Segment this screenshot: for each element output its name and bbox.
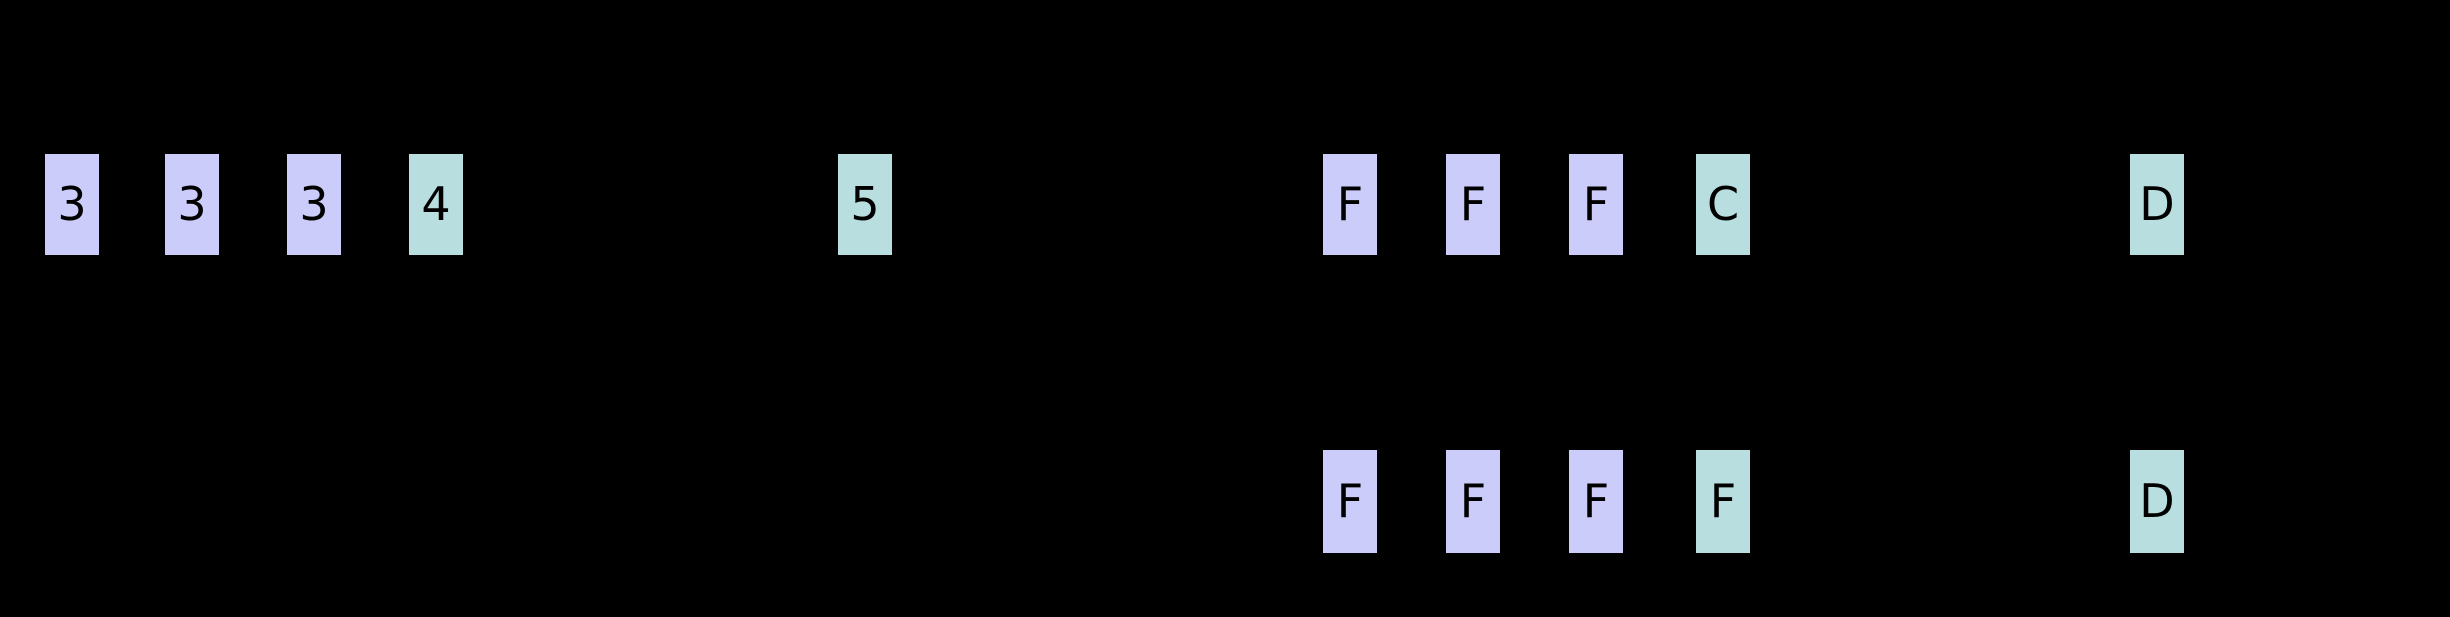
token-cell-top-row-8[interactable]: C bbox=[1696, 154, 1750, 255]
token-label: F bbox=[1459, 176, 1487, 231]
token-cell-bottom-row-1[interactable]: F bbox=[1446, 450, 1500, 553]
token-label: F bbox=[1336, 473, 1364, 528]
token-label: 3 bbox=[57, 176, 87, 231]
token-label: F bbox=[1582, 473, 1610, 528]
token-label: F bbox=[1709, 473, 1737, 528]
token-label: 3 bbox=[177, 176, 207, 231]
token-cell-top-row-6[interactable]: F bbox=[1446, 154, 1500, 255]
token-cell-top-row-5[interactable]: F bbox=[1323, 154, 1377, 255]
token-cell-top-row-7[interactable]: F bbox=[1569, 154, 1623, 255]
token-cell-top-row-3[interactable]: 4 bbox=[409, 154, 463, 255]
token-cell-bottom-row-2[interactable]: F bbox=[1569, 450, 1623, 553]
token-label: F bbox=[1459, 473, 1487, 528]
token-cell-top-row-0[interactable]: 3 bbox=[45, 154, 99, 255]
token-label: D bbox=[2139, 176, 2175, 231]
token-label: D bbox=[2139, 473, 2175, 528]
token-cell-top-row-9[interactable]: D bbox=[2130, 154, 2184, 255]
token-cell-bottom-row-3[interactable]: F bbox=[1696, 450, 1750, 553]
token-cell-top-row-4[interactable]: 5 bbox=[838, 154, 892, 255]
token-label: 3 bbox=[299, 176, 329, 231]
token-label: F bbox=[1582, 176, 1610, 231]
token-label: C bbox=[1706, 176, 1740, 231]
token-label: 4 bbox=[421, 176, 451, 231]
token-label: F bbox=[1336, 176, 1364, 231]
token-cell-top-row-2[interactable]: 3 bbox=[287, 154, 341, 255]
token-cell-bottom-row-4[interactable]: D bbox=[2130, 450, 2184, 553]
token-label: 5 bbox=[850, 176, 880, 231]
token-cell-bottom-row-0[interactable]: F bbox=[1323, 450, 1377, 553]
token-cell-top-row-1[interactable]: 3 bbox=[165, 154, 219, 255]
